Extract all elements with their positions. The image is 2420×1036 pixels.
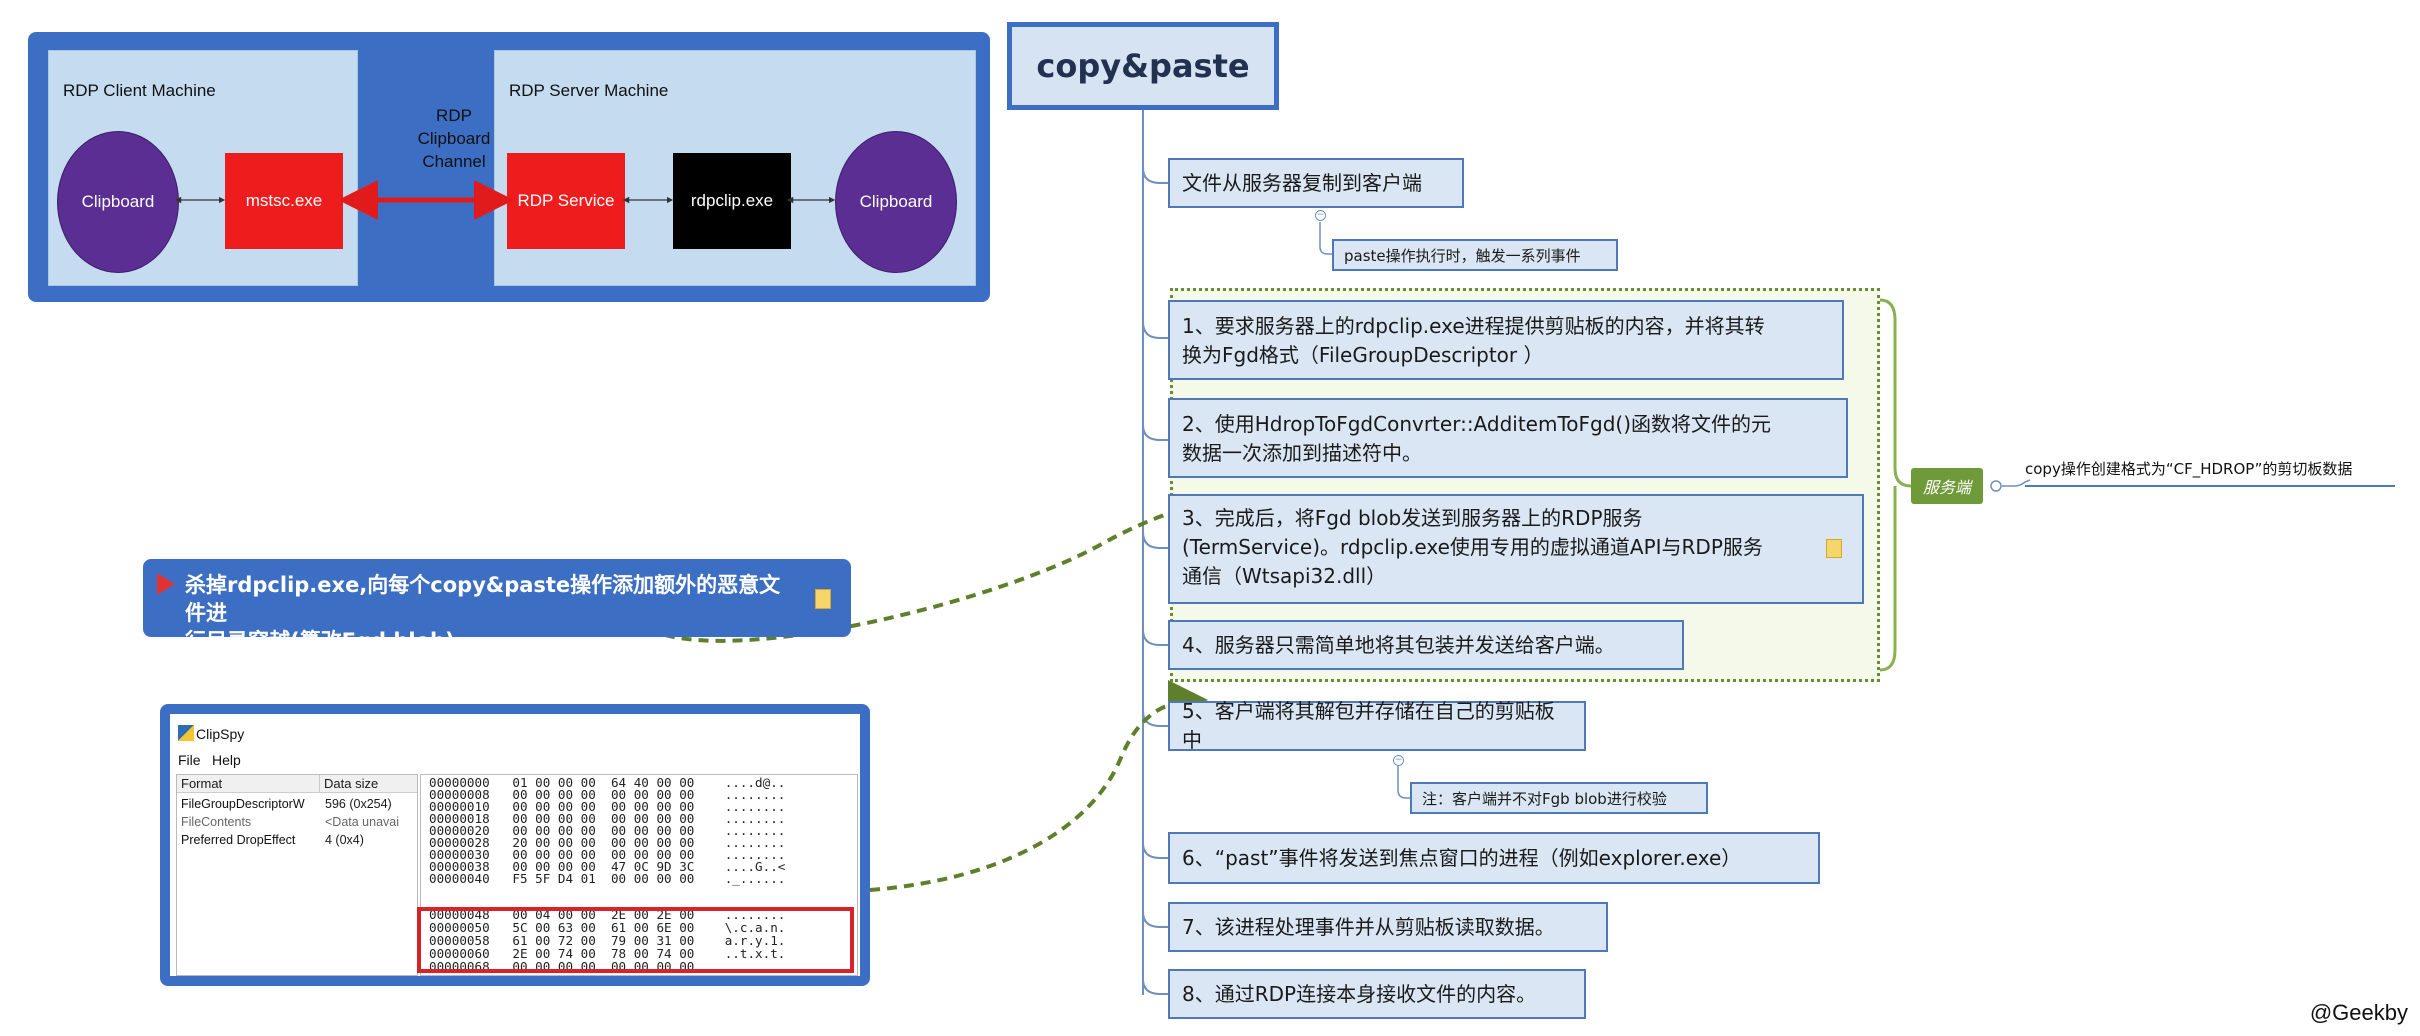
step1-line: 换为Fgd格式（FileGroupDescriptor ） bbox=[1182, 343, 1544, 367]
menu-help[interactable]: Help bbox=[212, 752, 241, 768]
root-node: copy&paste bbox=[1007, 22, 1279, 110]
hex-row: 00000038 00 00 00 00 47 0C 9D 3C ....G..… bbox=[429, 859, 786, 874]
size-cell: 596 (0x254) bbox=[325, 797, 392, 811]
hex-row: 00000050 5C 00 63 00 61 00 6E 00 \.c.a.n… bbox=[429, 920, 786, 935]
step5-sub-node: 注：客户端并不对Fgb blob进行校验 bbox=[1410, 782, 1708, 814]
channel-label: RDP Clipboard Channel bbox=[384, 104, 524, 173]
step4-node: 4、服务器只需简单地将其包装并发送给客户端。 bbox=[1168, 620, 1684, 670]
step3-line: (TermService)。rdpclip.exe使用专用的虚拟通道API与RD… bbox=[1182, 535, 1763, 559]
step8-node: 8、通过RDP连接本身接收文件的内容。 bbox=[1168, 969, 1586, 1019]
branch-step1 bbox=[1142, 321, 1168, 339]
hex-row: 00000010 00 00 00 00 00 00 00 00 .......… bbox=[429, 799, 786, 814]
collapse-icon[interactable]: − bbox=[1315, 210, 1326, 221]
rdp-service-node: RDP Service bbox=[507, 153, 625, 249]
size-cell: 4 (0x4) bbox=[325, 833, 364, 847]
branch-step5 bbox=[1142, 710, 1168, 727]
server-tag: 服务端 bbox=[1911, 468, 1983, 504]
hex-row: 00000060 2E 00 74 00 78 00 74 00 ..t.x.t… bbox=[429, 946, 786, 961]
step1-node: 1、要求服务器上的rdpclip.exe进程提供剪贴板的内容，并将其转 换为Fg… bbox=[1168, 300, 1844, 380]
channel-label-line: Clipboard bbox=[417, 129, 491, 148]
hex-row: 00000018 00 00 00 00 00 00 00 00 .......… bbox=[429, 811, 786, 826]
hex-row: 00000068 00 00 00 00 00 00 00 00 .......… bbox=[429, 959, 786, 974]
architecture-connectors bbox=[174, 180, 836, 220]
callout-line: 行目录穿越(篡改Fgd blob) bbox=[185, 629, 455, 653]
clipspy-app-icon bbox=[178, 725, 194, 741]
callout-line: 杀掉rdpclip.exe,向每个copy&paste操作添加额外的恶意文件进 bbox=[185, 573, 781, 625]
channel-label-line: Channel bbox=[422, 152, 486, 171]
step1-line: 1、要求服务器上的rdpclip.exe进程提供剪贴板的内容，并将其转 bbox=[1182, 314, 1765, 338]
attack-callout: 杀掉rdpclip.exe,向每个copy&paste操作添加额外的恶意文件进 … bbox=[143, 559, 851, 653]
hex-dump-pane[interactable]: 00000000 01 00 00 00 64 40 00 00 ....d@.… bbox=[420, 774, 858, 976]
step3-line: 3、完成后，将Fgd blob发送到服务器上的RDP服务 bbox=[1182, 506, 1643, 530]
branch-step3 bbox=[1142, 531, 1168, 549]
server-note-link bbox=[2002, 479, 2031, 487]
branch-step2 bbox=[1142, 424, 1168, 441]
server-tag-collapse bbox=[1990, 480, 2002, 492]
format-cell[interactable]: FileContents bbox=[181, 815, 252, 829]
clipspy-window: ClipSpy File Help Format Data size FileG… bbox=[170, 714, 860, 976]
menu-file[interactable]: File bbox=[178, 752, 201, 768]
column-format-header[interactable]: Format bbox=[177, 775, 319, 793]
hex-row: 00000020 00 00 00 00 00 00 00 00 .......… bbox=[429, 823, 786, 838]
server-note: copy操作创建格式为“CF_HDROP”的剪切板数据 bbox=[2025, 460, 2353, 478]
hex-row: 00000030 00 00 00 00 00 00 00 00 .......… bbox=[429, 847, 786, 862]
collapse-icon[interactable]: − bbox=[1393, 755, 1404, 766]
size-cell: <Data unavai bbox=[325, 815, 400, 829]
branch-step4 bbox=[1142, 629, 1168, 646]
hex-row: 00000040 F5 5F D4 01 00 00 00 00 ._.....… bbox=[429, 871, 786, 886]
branch-step6 bbox=[1142, 842, 1168, 859]
step2-node: 2、使用HdropToFgdConvrter::AdditemToFgd()函数… bbox=[1168, 398, 1848, 478]
step2-line: 2、使用HdropToFgdConvrter::AdditemToFgd()函数… bbox=[1182, 412, 1772, 436]
client-machine-label: RDP Client Machine bbox=[63, 81, 216, 100]
watermark: @Geekby bbox=[2309, 1000, 2408, 1025]
rdpclip-node: rdpclip.exe bbox=[673, 153, 791, 249]
hex-row: 00000008 00 00 00 00 00 00 00 00 .......… bbox=[429, 787, 786, 802]
hex-row: 00000000 01 00 00 00 64 40 00 00 ....d@.… bbox=[429, 775, 786, 790]
server-machine-box: RDP Server Machine RDP Service rdpclip.e… bbox=[494, 50, 976, 286]
format-cell[interactable]: FileGroupDescriptorW bbox=[181, 797, 305, 811]
hex-row: 00000048 00 04 00 00 2E 00 2E 00 .......… bbox=[429, 907, 786, 922]
step6-node: 6、“past”事件将发送到焦点窗口的进程（例如explorer.exe） bbox=[1168, 832, 1820, 884]
step2-line: 数据一次添加到描述符中。 bbox=[1182, 441, 1422, 465]
server-group-bracket bbox=[1879, 298, 1912, 672]
clipspy-frame: ClipSpy File Help Format Data size FileG… bbox=[160, 704, 870, 986]
clipspy-title: ClipSpy bbox=[196, 726, 245, 742]
format-cell[interactable]: Preferred DropEffect bbox=[181, 833, 296, 847]
step7-node: 7、该进程处理事件并从剪贴板读取数据。 bbox=[1168, 902, 1608, 952]
server-clipboard-node: Clipboard bbox=[835, 131, 957, 273]
branch-step8 bbox=[1142, 978, 1168, 995]
rdp-architecture-panel: RDP Client Machine Clipboard mstsc.exe R… bbox=[28, 32, 990, 302]
mstsc-node: mstsc.exe bbox=[225, 153, 343, 249]
format-list: Format Data size FileGroupDescriptorW 59… bbox=[176, 774, 418, 976]
step0-sub-node: paste操作执行时，触发一系列事件 bbox=[1332, 239, 1618, 271]
column-datasize-header[interactable]: Data size bbox=[319, 775, 417, 793]
note-icon[interactable] bbox=[815, 589, 831, 609]
channel-label-line: RDP bbox=[436, 106, 472, 125]
branch-step0-sub bbox=[1319, 222, 1332, 255]
hex-row: 00000028 20 00 00 00 00 00 00 00 .......… bbox=[429, 835, 786, 850]
branch-step7 bbox=[1142, 911, 1168, 928]
flag-icon bbox=[157, 573, 175, 595]
step5-node: 5、客户端将其解包并存储在自己的剪贴板中 bbox=[1168, 699, 1586, 752]
hex-highlight-box bbox=[417, 907, 854, 973]
step3-line: 通信（Wtsapi32.dll） bbox=[1182, 564, 1387, 588]
clipspy-dash-link bbox=[869, 680, 1208, 892]
note-icon[interactable] bbox=[1826, 539, 1842, 558]
branch-step0 bbox=[1142, 167, 1168, 184]
branch-step5-sub bbox=[1397, 766, 1410, 799]
step0-node: 文件从服务器复制到客户端 bbox=[1168, 158, 1464, 208]
hex-row: 00000058 61 00 72 00 79 00 31 00 a.r.y.1… bbox=[429, 933, 786, 948]
server-machine-label: RDP Server Machine bbox=[509, 81, 669, 100]
step3-node: 3、完成后，将Fgd blob发送到服务器上的RDP服务 (TermServic… bbox=[1168, 494, 1864, 604]
